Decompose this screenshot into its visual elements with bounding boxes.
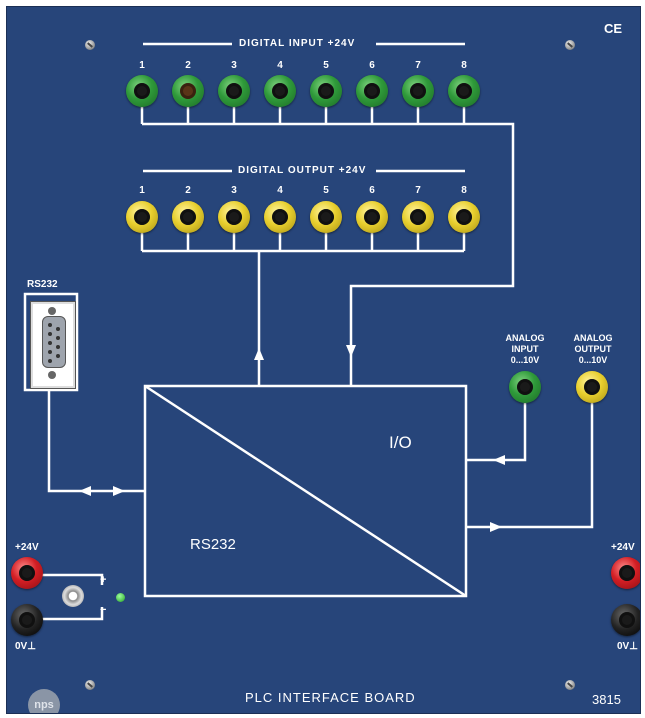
left-0v-label: 0V⊥ — [15, 641, 36, 652]
wiring-diagram — [23, 42, 594, 621]
nps-logo: nps — [28, 689, 60, 713]
digital-input-header: DIGITAL INPUT +24V — [239, 38, 356, 49]
digital-output-channel-number: 8 — [461, 185, 467, 196]
rs232-block-label: RS232 — [190, 536, 236, 553]
ce-mark: CE — [604, 21, 623, 36]
digital-input-jack-1[interactable] — [126, 75, 158, 107]
digital-output-jack-1[interactable] — [126, 201, 158, 233]
digital-input-channel-number: 1 — [139, 60, 145, 71]
digital-output-channel-number: 7 — [415, 185, 421, 196]
power-barrel-socket[interactable] — [62, 585, 84, 607]
analog-output-label: ANALOG OUTPUT 0...10V — [573, 333, 613, 365]
digital-output-jack-4[interactable] — [264, 201, 296, 233]
digital-input-jack-8[interactable] — [448, 75, 480, 107]
digital-output-channel-number: 1 — [139, 185, 145, 196]
digital-output-channel-number: 5 — [323, 185, 329, 196]
digital-output-header: DIGITAL OUTPUT +24V — [238, 165, 367, 176]
digital-output-jack-3[interactable] — [218, 201, 250, 233]
digital-output-channel-number: 4 — [277, 185, 283, 196]
digital-output-jack-6[interactable] — [356, 201, 388, 233]
right-plus-24v-jack[interactable] — [611, 557, 640, 589]
digital-output-channel-number: 6 — [369, 185, 375, 196]
digital-output-channel-number: 2 — [185, 185, 191, 196]
digital-input-jack-4[interactable] — [264, 75, 296, 107]
digital-output-jack-2[interactable] — [172, 201, 204, 233]
analog-output-jack[interactable] — [576, 371, 608, 403]
left-plus-24v-label: +24V — [15, 542, 39, 553]
digital-input-channel-number: 5 — [323, 60, 329, 71]
digital-input-jack-5[interactable] — [310, 75, 342, 107]
screw-bottom-left — [85, 680, 95, 690]
digital-output-jack-7[interactable] — [402, 201, 434, 233]
barrel-minus-sign: − — [100, 604, 107, 616]
digital-input-jack-6[interactable] — [356, 75, 388, 107]
digital-output-jack-8[interactable] — [448, 201, 480, 233]
right-0v-label: 0V⊥ — [617, 641, 638, 652]
analog-input-jack[interactable] — [509, 371, 541, 403]
right-plus-24v-label: +24V — [611, 542, 635, 553]
right-0v-jack[interactable] — [611, 604, 640, 636]
digital-output-channel-number: 3 — [231, 185, 237, 196]
digital-input-channel-number: 8 — [461, 60, 467, 71]
digital-input-jack-3[interactable] — [218, 75, 250, 107]
digital-input-channel-number: 3 — [231, 60, 237, 71]
digital-input-channel-number: 6 — [369, 60, 375, 71]
board-title: PLC INTERFACE BOARD — [245, 690, 416, 705]
board-number: 3815 — [592, 692, 621, 707]
digital-input-channel-number: 7 — [415, 60, 421, 71]
left-plus-24v-jack[interactable] — [11, 557, 43, 589]
rs232-db9-connector[interactable] — [31, 302, 75, 388]
power-led-indicator — [116, 593, 125, 602]
digital-output-jack-5[interactable] — [310, 201, 342, 233]
screw-bottom-right — [565, 680, 575, 690]
digital-input-jack-2[interactable] — [172, 75, 204, 107]
interface-board-panel: CE DIGITAL INPUT +24V 1 2 3 4 5 6 7 8 DI… — [6, 6, 641, 714]
io-label: I/O — [389, 433, 412, 452]
rs232-port-label: RS232 — [27, 279, 58, 290]
digital-input-channel-number: 4 — [277, 60, 283, 71]
screw-top-right — [565, 40, 575, 50]
digital-input-jack-7[interactable] — [402, 75, 434, 107]
left-0v-jack[interactable] — [11, 604, 43, 636]
barrel-plus-sign: + — [100, 574, 107, 586]
analog-input-label: ANALOG INPUT 0...10V — [505, 333, 545, 365]
digital-input-channel-number: 2 — [185, 60, 191, 71]
screw-top-left — [85, 40, 95, 50]
